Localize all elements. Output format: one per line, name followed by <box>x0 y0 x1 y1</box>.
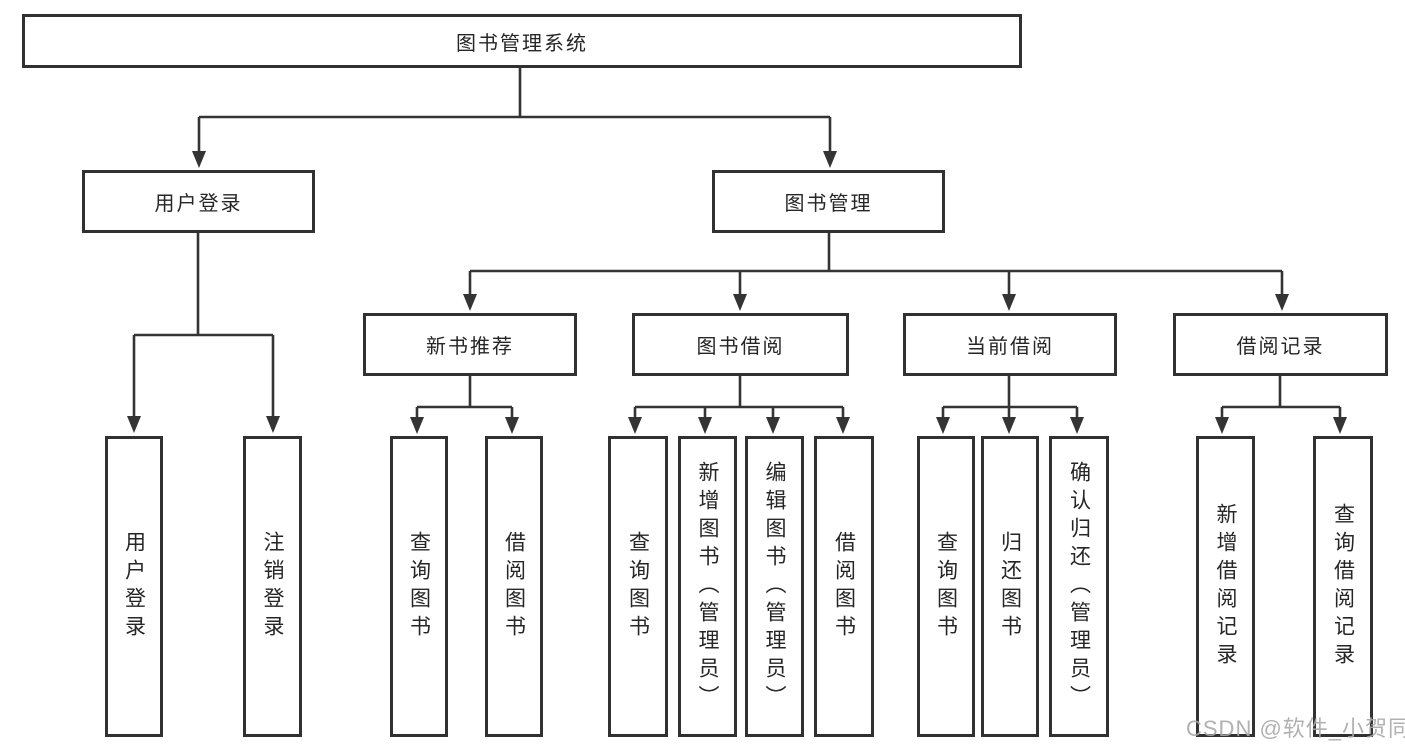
node-leaf-edit-books-admin-label: 编辑图书（管理员） <box>763 460 786 713</box>
node-borrowing-records-label: 借阅记录 <box>1236 336 1325 358</box>
node-leaf-return-books: 归还图书 <box>981 436 1039 737</box>
csdn-watermark: CSDN @软件_小贺同学 <box>1186 716 1405 741</box>
node-leaf-borrowing-query-books: 查询图书 <box>608 436 668 737</box>
node-leaf-logout: 注销登录 <box>243 436 302 737</box>
node-new-book-recommend: 新书推荐 <box>363 313 577 376</box>
node-leaf-user-login: 用户登录 <box>105 436 163 737</box>
node-leaf-add-books-admin-label: 新增图书（管理员） <box>696 460 719 713</box>
node-user-login: 用户登录 <box>82 170 315 233</box>
node-new-book-recommend-label: 新书推荐 <box>426 336 514 358</box>
arrowheads <box>127 151 1347 434</box>
node-leaf-return-books-label: 归还图书 <box>998 530 1022 643</box>
node-leaf-add-borrow-record-label: 新增借阅记录 <box>1214 502 1237 671</box>
node-leaf-edit-books-admin: 编辑图书（管理员） <box>745 436 804 737</box>
node-leaf-logout-label: 注销登录 <box>261 530 284 643</box>
node-leaf-recommend-query-books-label: 查询图书 <box>407 530 431 643</box>
node-user-login-label: 用户登录 <box>154 193 243 215</box>
node-leaf-borrowing-borrow-books: 借阅图书 <box>814 436 874 737</box>
node-leaf-add-borrow-record: 新增借阅记录 <box>1196 436 1255 737</box>
node-leaf-borrowing-query-books-label: 查询图书 <box>626 530 650 643</box>
node-current-borrowing-label: 当前借阅 <box>966 336 1054 358</box>
node-root: 图书管理系统 <box>22 14 1022 68</box>
node-leaf-recommend-borrow-books: 借阅图书 <box>485 436 543 737</box>
node-leaf-current-query-books: 查询图书 <box>917 436 975 737</box>
node-current-borrowing: 当前借阅 <box>903 313 1117 376</box>
node-leaf-query-borrow-record-label: 查询借阅记录 <box>1331 502 1355 671</box>
node-leaf-recommend-borrow-books-label: 借阅图书 <box>502 530 526 643</box>
node-book-borrowing-label: 图书借阅 <box>696 336 785 358</box>
node-book-management: 图书管理 <box>712 170 945 233</box>
node-leaf-borrowing-borrow-books-label: 借阅图书 <box>832 530 856 643</box>
node-leaf-query-borrow-record: 查询借阅记录 <box>1313 436 1373 737</box>
node-borrowing-records: 借阅记录 <box>1173 313 1388 376</box>
node-leaf-user-login-label: 用户登录 <box>122 530 146 643</box>
node-book-borrowing: 图书借阅 <box>632 313 849 376</box>
node-book-management-label: 图书管理 <box>784 193 873 215</box>
node-leaf-confirm-return-admin: 确认归还（管理员） <box>1049 436 1109 737</box>
node-leaf-recommend-query-books: 查询图书 <box>390 436 448 737</box>
node-leaf-current-query-books-label: 查询图书 <box>934 530 958 643</box>
node-leaf-confirm-return-admin-label: 确认归还（管理员） <box>1067 460 1091 713</box>
node-leaf-add-books-admin: 新增图书（管理员） <box>678 436 737 737</box>
node-root-label: 图书管理系统 <box>456 32 588 55</box>
